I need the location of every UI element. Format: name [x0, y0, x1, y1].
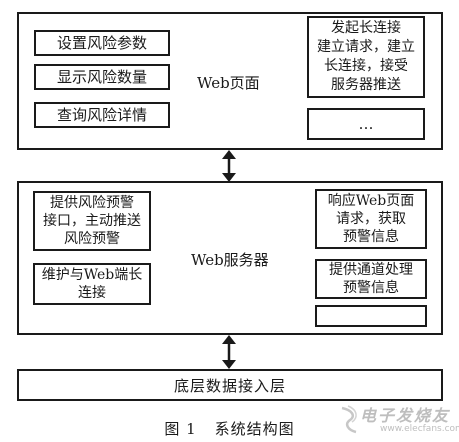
server-base-arrow	[222, 335, 236, 369]
figure-caption: 图 1 系统结构图	[0, 418, 459, 439]
respond-request-box: 响应Web页面 请求，获取 预警信息	[315, 189, 427, 249]
base-layer-label: 底层数据接入层	[173, 376, 286, 395]
web-page-panel: 设置风险参数 显示风险数量 查询风险详情 Web页面 发起长连接 建立请求，建立…	[17, 12, 443, 150]
query-risk-detail-box: 查询风险详情	[34, 102, 170, 128]
web-page-more-box: …	[307, 108, 425, 140]
watermark-logo-icon	[341, 405, 357, 434]
watermark-text: 电子发烧友	[360, 406, 451, 425]
web-server-label: Web服务器	[191, 251, 269, 269]
risk-warning-interface-box: 提供风险预警 接口，主动推送 风险预警	[33, 191, 151, 251]
long-connection-box: 发起长连接 建立请求，建立 长连接，接受 服务器推送	[307, 16, 425, 98]
web-page-label: Web页面	[197, 74, 260, 92]
channel-process-box: 提供通道处理 预警信息	[315, 259, 427, 299]
watermark-url: www.elecfans.com	[380, 424, 459, 434]
set-risk-params-box: 设置风险参数	[34, 30, 170, 56]
figure-title: 系统结构图	[214, 420, 295, 438]
web-server-panel: 提供风险预警 接口，主动推送 风险预警 维护与Web端长 连接 Web服务器 响…	[17, 181, 443, 335]
base-layer-panel: 底层数据接入层	[17, 369, 443, 401]
show-risk-count-box: 显示风险数量	[34, 64, 170, 90]
figure-number: 图 1	[164, 420, 197, 438]
maintain-long-connection-box: 维护与Web端长 连接	[33, 263, 151, 305]
watermark: 电子发烧友 www.elecfans.com	[332, 402, 459, 440]
web-server-empty-box	[315, 305, 427, 327]
page-server-arrow	[222, 150, 236, 182]
